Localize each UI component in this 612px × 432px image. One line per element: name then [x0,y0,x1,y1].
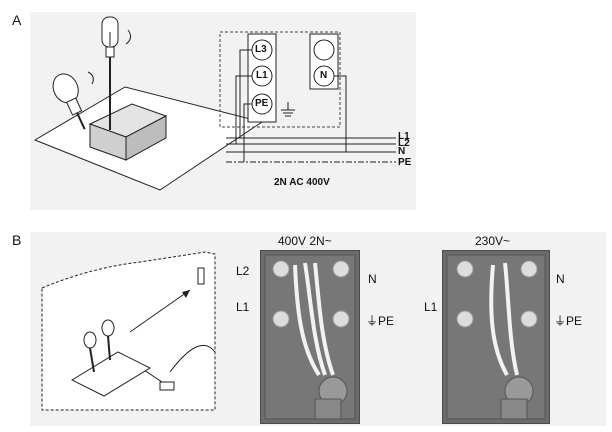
device-outline [41,251,216,411]
wire-to-pe [243,103,252,162]
wire-to-n [334,75,347,152]
terminal-photo-400v-drawing [264,254,356,420]
label-n-left: N [368,272,377,286]
label-n-right: N [556,272,565,286]
label-l1-right: L1 [424,300,438,314]
wire-to-l3 [239,49,252,138]
panel-a: L3 L1 PE N L1 L2 N PE 2N AC 400V [30,12,416,210]
photo-title-400v: 400V 2N~ [278,234,332,248]
label-pe-left: ⏚PE [366,314,395,328]
label-l2-left: L2 [236,264,250,278]
screwdriver-icon [101,16,119,130]
panel-b-drawing [41,251,216,411]
photo-title-230v: 230V~ [475,234,511,248]
panel-b: 400V 2N~ L2 L1 N ⏚PE 230V~ [30,232,606,426]
rotate-arrow-icon [87,71,94,85]
wire-label-l1: L1 [398,131,410,142]
wire-label-l2: L2 [398,138,410,149]
terminal-photo-230v-drawing [446,254,546,420]
cable-entry [159,381,175,391]
arrow-head-icon [182,290,190,298]
label-pe-right: ⏚PE [554,314,583,328]
terminal-photo-230v [442,250,550,424]
ground-circle-icon: ⏚ [366,314,379,328]
terminal-empty [313,39,335,61]
terminal-label-l1: L1 [256,70,268,81]
connector-slot [197,267,205,285]
terminal-label-pe: PE [255,98,269,109]
cable-channel [169,344,216,373]
terminal-label-n: N [320,70,328,81]
terminal-block-outline [219,31,341,128]
rotate-arrow-icon [125,29,132,45]
terminal-photo-400v [260,250,360,424]
screwdriver-tilted-icon [52,73,86,130]
wire-to-l1 [235,75,252,144]
screwdriver-icon [83,319,115,373]
supply-label: 2N AC 400V [274,177,330,188]
terminal-box-small [70,351,152,397]
panel-a-letter: A [12,12,22,28]
panel-b-letter: B [12,232,22,248]
panel-a-drawing [33,16,396,191]
terminal-label-l3: L3 [255,44,267,55]
wire-label-n: N [398,146,406,157]
terminal-box-side [125,115,167,161]
ground-icon [281,102,295,117]
label-l1-left: L1 [236,300,250,314]
ground-circle-icon: ⏚ [554,314,567,328]
wire-label-pe: PE [398,157,412,168]
pointer-arrow-icon [129,289,191,333]
